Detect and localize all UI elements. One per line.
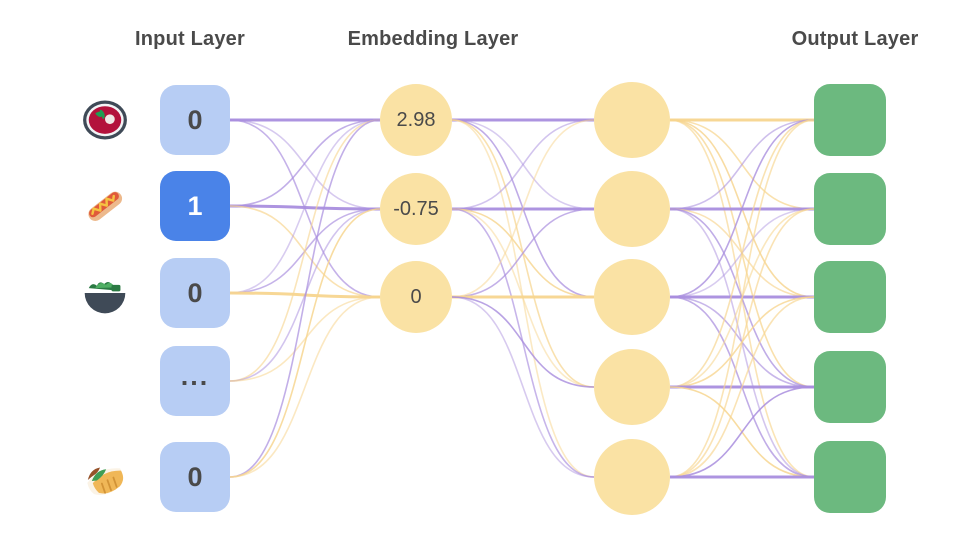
input-node-3[interactable]: ... xyxy=(160,346,230,416)
edge xyxy=(451,208,595,388)
edge xyxy=(451,119,595,298)
embedding-node-0[interactable]: 2.98 xyxy=(380,84,452,156)
input-node-value: 0 xyxy=(187,104,203,135)
hidden-node-2[interactable] xyxy=(594,259,670,335)
edge xyxy=(229,208,381,382)
edge xyxy=(229,296,381,382)
edge xyxy=(229,296,381,478)
input-node-value: 1 xyxy=(187,190,203,221)
edge xyxy=(669,296,815,388)
embedding-layer-title: Embedding Layer xyxy=(347,28,519,50)
edge xyxy=(669,119,815,478)
edge xyxy=(229,119,381,298)
edge xyxy=(451,119,595,210)
edge xyxy=(451,208,595,478)
edge xyxy=(669,119,815,298)
edge xyxy=(669,119,815,388)
edge xyxy=(451,208,595,298)
edge xyxy=(451,119,595,210)
output-layer-title: Output Layer xyxy=(791,28,919,50)
edge xyxy=(669,208,815,298)
edge xyxy=(229,208,381,294)
edge xyxy=(669,119,815,478)
edge xyxy=(451,119,595,478)
input-node-2[interactable]: 0 xyxy=(160,258,230,328)
edge xyxy=(451,296,595,478)
embedding-node-1[interactable]: -0.75 xyxy=(380,173,452,245)
edge xyxy=(669,119,815,210)
output-node-0[interactable] xyxy=(814,84,886,156)
edge xyxy=(669,386,815,478)
edge xyxy=(451,296,595,388)
edge xyxy=(229,205,381,298)
hidden-node-4[interactable] xyxy=(594,439,670,515)
edge xyxy=(669,386,815,478)
edge xyxy=(229,204,381,211)
input-node-value: 0 xyxy=(187,461,203,492)
edge xyxy=(669,296,815,388)
input-node-1[interactable]: 1 xyxy=(160,171,230,241)
edge xyxy=(229,208,381,478)
input-node-4[interactable]: 0 xyxy=(160,442,230,512)
output-node-3[interactable] xyxy=(814,351,886,423)
green-salad-icon xyxy=(79,267,131,319)
embedding-node-value: -0.75 xyxy=(393,197,439,220)
embedding-node-2[interactable]: 0 xyxy=(380,261,452,333)
edge xyxy=(669,119,815,298)
edge xyxy=(669,119,815,210)
edge xyxy=(669,208,815,388)
edge xyxy=(229,119,381,207)
edge xyxy=(229,119,381,210)
hidden-node-3[interactable] xyxy=(594,349,670,425)
input-layer-title: Input Layer xyxy=(135,28,245,50)
edge xyxy=(229,119,381,294)
embedding-node-value: 2.98 xyxy=(396,108,436,131)
edge xyxy=(229,119,381,478)
edge xyxy=(669,208,815,298)
edge xyxy=(451,119,595,298)
edge xyxy=(669,296,815,478)
edge xyxy=(229,119,381,382)
edge xyxy=(669,208,815,388)
hidden-node-0[interactable] xyxy=(594,82,670,158)
embedding-node-value: 0 xyxy=(410,285,422,308)
edge xyxy=(451,119,595,388)
input-node-value: ... xyxy=(180,361,210,391)
output-node-4[interactable] xyxy=(814,441,886,513)
edge xyxy=(669,208,815,478)
edge xyxy=(669,208,815,478)
input-node-0[interactable]: 0 xyxy=(160,85,230,155)
output-node-2[interactable] xyxy=(814,261,886,333)
edge xyxy=(669,296,815,478)
edge xyxy=(451,208,595,298)
hot-dog-icon xyxy=(79,180,131,232)
meat-on-bone-icon xyxy=(79,94,131,146)
hidden-node-1[interactable] xyxy=(594,171,670,247)
edge xyxy=(669,119,815,388)
output-node-1[interactable] xyxy=(814,173,886,245)
input-node-value: 0 xyxy=(187,277,203,308)
burrito-icon xyxy=(79,451,131,503)
edge xyxy=(229,291,381,299)
